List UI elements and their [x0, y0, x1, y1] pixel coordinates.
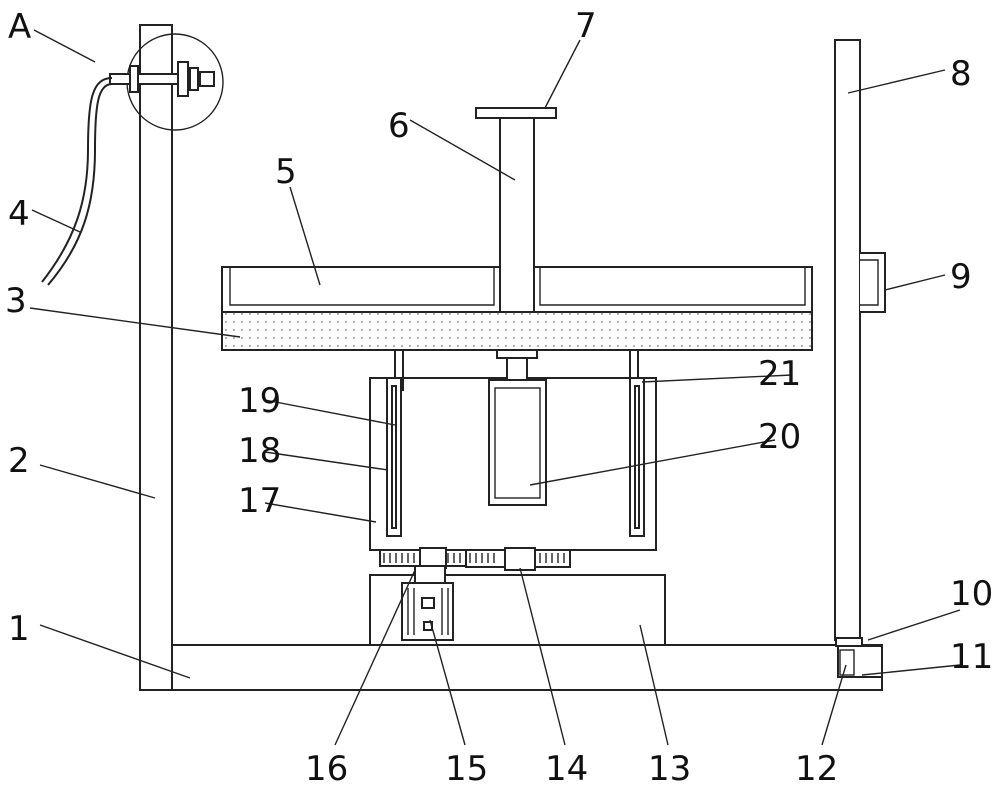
label-12: 12 [795, 749, 838, 789]
label-a: A [8, 7, 31, 47]
label-16: 16 [305, 749, 348, 789]
label-2: 2 [8, 441, 30, 481]
label-21: 21 [758, 354, 801, 394]
label-19: 19 [238, 381, 281, 421]
left-post [140, 25, 172, 690]
label-13: 13 [648, 749, 691, 789]
support-plate [222, 312, 812, 350]
label-17: 17 [238, 481, 281, 521]
label-9: 9 [950, 257, 972, 297]
label-15: 15 [445, 749, 488, 789]
label-4: 4 [8, 194, 30, 234]
collar [836, 638, 862, 646]
label-6: 6 [388, 106, 410, 146]
handle [860, 253, 885, 312]
top-cap [476, 108, 556, 118]
right-post [835, 40, 860, 640]
label-11: 11 [950, 637, 993, 677]
base-plate [172, 645, 882, 690]
label-14: 14 [545, 749, 588, 789]
column [500, 118, 534, 312]
label-10: 10 [950, 574, 993, 614]
label-8: 8 [950, 54, 972, 94]
cable [42, 78, 112, 282]
label-5: 5 [275, 152, 297, 192]
label-7: 7 [575, 6, 597, 46]
label-3: 3 [5, 281, 27, 321]
label-18: 18 [238, 431, 281, 471]
label-1: 1 [8, 609, 30, 649]
cylinder [489, 380, 546, 505]
label-20: 20 [758, 417, 801, 457]
motor [402, 583, 453, 640]
